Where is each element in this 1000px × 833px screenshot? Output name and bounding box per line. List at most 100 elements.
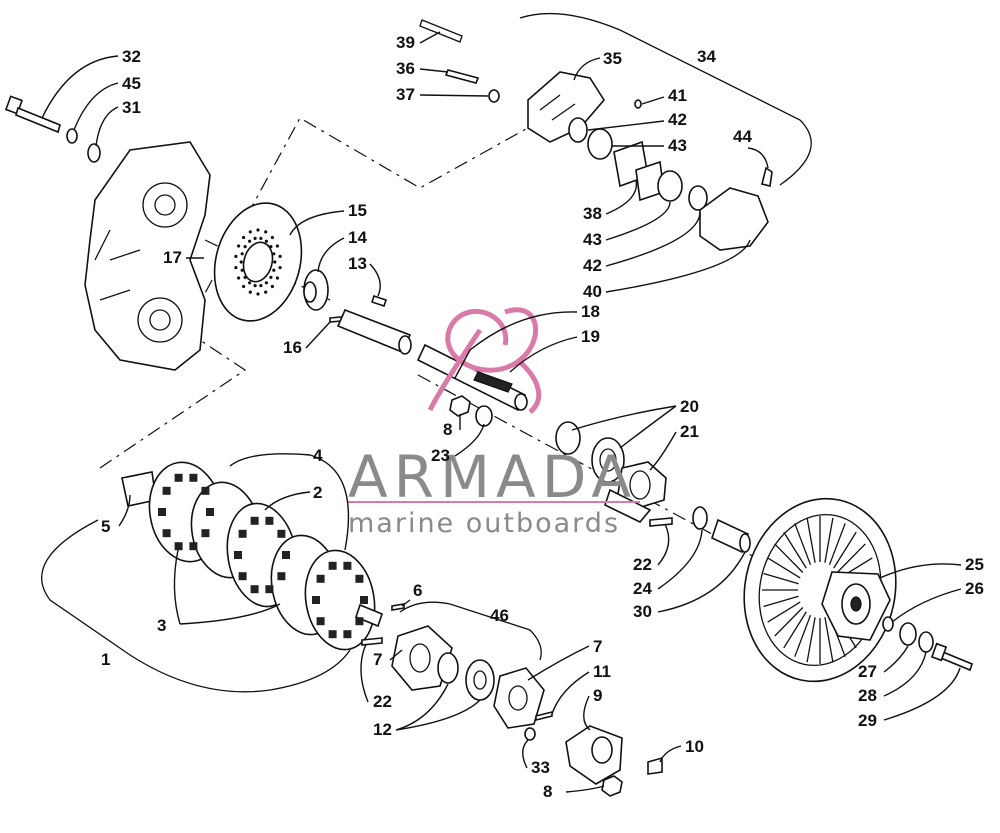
washer-23 xyxy=(475,405,493,427)
clutch-fin xyxy=(783,531,807,569)
nut-8-upper xyxy=(449,395,471,417)
clutch-roller xyxy=(201,529,210,538)
disc-hole xyxy=(259,284,263,288)
clutch-roller xyxy=(234,551,242,559)
callout-18: 18 xyxy=(581,302,600,321)
callout-17: 17 xyxy=(163,248,182,267)
washer-33 xyxy=(524,727,536,741)
disc-hole xyxy=(272,268,276,272)
bearing-12 xyxy=(437,652,495,701)
clutch-roller xyxy=(174,542,183,551)
bleeder-44 xyxy=(761,166,773,187)
clutch-roller xyxy=(250,516,259,525)
seal-42-upper xyxy=(568,117,588,143)
disc-hole xyxy=(256,292,260,296)
callout-46: 46 xyxy=(490,606,509,625)
clutch-roller xyxy=(316,574,325,583)
bolt-22-left xyxy=(361,637,383,646)
callout-5: 5 xyxy=(101,517,110,536)
callout-13: 13 xyxy=(348,254,367,273)
bolt-36 xyxy=(444,69,480,84)
callout-40: 40 xyxy=(583,282,602,301)
washer-45 xyxy=(66,128,78,144)
callout-7b: 7 xyxy=(593,637,602,656)
disc-hole xyxy=(243,245,247,249)
clutch-roller xyxy=(189,542,198,551)
clutch-roller xyxy=(277,572,286,581)
clutch-roller xyxy=(328,630,337,639)
clutch-roller xyxy=(238,529,247,538)
disc-hole xyxy=(237,276,241,280)
callout-30: 30 xyxy=(633,602,652,621)
callout-32: 32 xyxy=(122,47,141,66)
driven-clutch-hub xyxy=(821,571,891,641)
clutch-fin xyxy=(794,614,812,657)
disc-hole xyxy=(239,260,243,264)
callout-39: 39 xyxy=(396,33,415,52)
clutch-fin xyxy=(767,557,801,579)
caliper-half-40 xyxy=(699,187,769,251)
clutch-roller xyxy=(355,574,364,583)
disc-hole xyxy=(240,268,244,272)
clutch-roller xyxy=(328,561,337,570)
clutch-fin xyxy=(824,617,834,663)
callout-8b: 8 xyxy=(543,782,552,801)
seal-42-lower xyxy=(688,185,708,211)
callout-25: 25 xyxy=(965,555,984,574)
callout-34: 34 xyxy=(697,47,716,66)
clutch-fin xyxy=(836,543,866,573)
disc-hole xyxy=(248,290,252,294)
callout-31: 31 xyxy=(122,98,141,117)
key-19 xyxy=(473,371,513,393)
callout-19: 19 xyxy=(581,327,600,346)
disc-hole xyxy=(269,275,273,279)
callout-44: 44 xyxy=(733,127,752,146)
disc-hole xyxy=(275,276,279,280)
bearing-housing-9 xyxy=(565,725,623,785)
clutch-fin xyxy=(824,517,834,563)
disc-hole xyxy=(253,284,257,288)
bearing-plate-7-right xyxy=(493,667,545,729)
bolt-22-right xyxy=(649,517,673,527)
screw-6 xyxy=(391,603,405,611)
key-13 xyxy=(370,294,388,308)
disc-hole xyxy=(248,281,252,285)
clutch-roller xyxy=(265,585,274,594)
callout-11: 11 xyxy=(593,662,611,681)
nut-8-lower xyxy=(601,775,623,797)
disc-hole xyxy=(234,254,238,258)
clutch-roller xyxy=(316,617,325,626)
clutch-roller xyxy=(343,561,352,570)
group-brackets xyxy=(41,12,812,693)
jackshaft xyxy=(336,308,412,355)
callout-42b: 42 xyxy=(583,256,602,275)
disc-hole xyxy=(256,228,260,232)
brake-disc-holes xyxy=(234,228,282,296)
disc-hole xyxy=(278,254,282,258)
callout-20: 20 xyxy=(680,397,699,416)
disc-hole xyxy=(234,266,238,270)
callout-labels: 32 45 31 39 36 37 35 34 41 42 43 44 38 4… xyxy=(101,33,984,801)
disc-hole xyxy=(264,290,268,294)
clutch-fin xyxy=(833,531,857,569)
callout-29: 29 xyxy=(858,711,877,730)
callout-9: 9 xyxy=(593,686,602,705)
callout-37: 37 xyxy=(396,85,415,104)
disc-hole xyxy=(264,239,268,243)
clutch-roller xyxy=(312,596,320,604)
clutch-fin xyxy=(767,601,801,623)
callout-42a: 42 xyxy=(668,110,687,129)
callout-33: 33 xyxy=(531,758,550,777)
clutch-roller xyxy=(158,508,166,516)
clutch-roller xyxy=(162,529,171,538)
disc-hole xyxy=(242,284,246,289)
disc-hole xyxy=(242,235,246,240)
bearing-plate-7-left xyxy=(391,625,453,691)
callout-16: 16 xyxy=(283,338,302,357)
callout-4: 4 xyxy=(313,446,323,465)
clutch-roller xyxy=(250,585,259,594)
callout-26: 26 xyxy=(965,579,984,598)
washer-28 xyxy=(918,631,934,653)
disc-hole xyxy=(264,230,268,234)
